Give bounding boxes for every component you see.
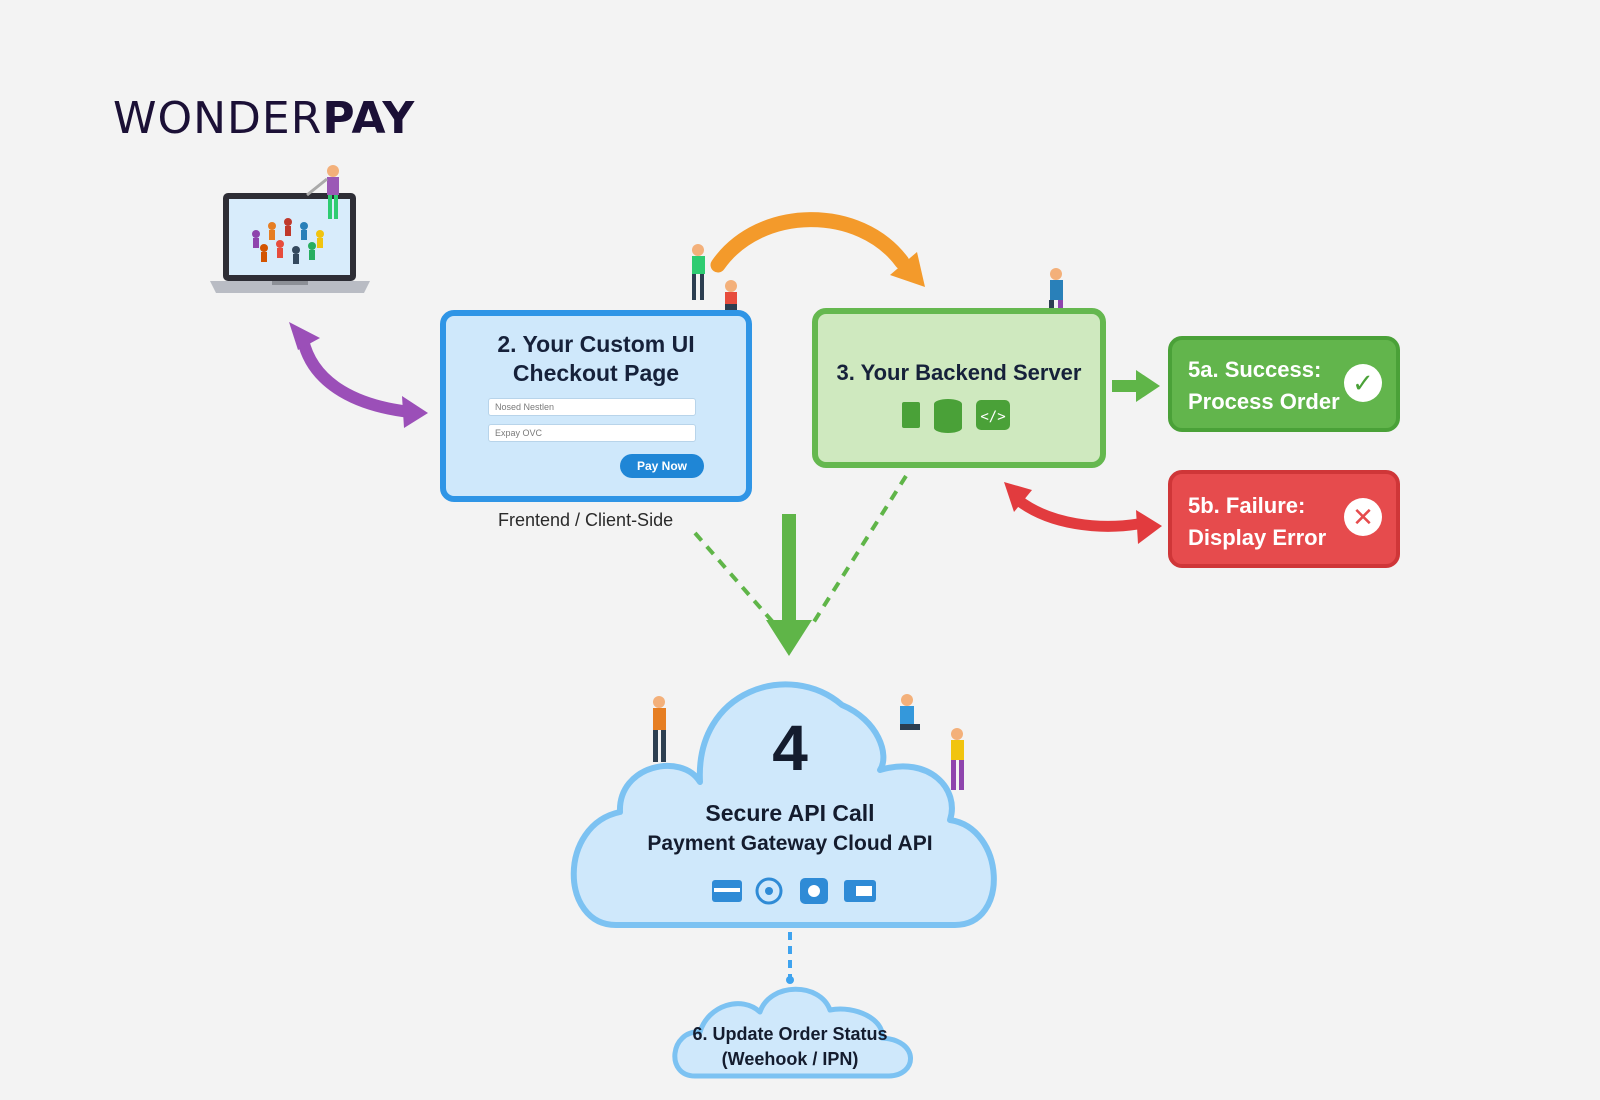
success-line1: 5a. Success: xyxy=(1188,357,1322,382)
api-cloud xyxy=(570,681,997,984)
dashed-line-right xyxy=(808,474,908,630)
orange-curved-arrow xyxy=(710,212,925,287)
laptop-icon xyxy=(210,193,370,293)
svg-text:</>: </> xyxy=(980,409,1005,425)
failure-line1: 5b. Failure: xyxy=(1188,493,1306,518)
server-icons: </> xyxy=(902,399,1010,433)
name-input[interactable]: Nosed Nestlen xyxy=(488,398,696,416)
red-double-arrow xyxy=(1004,482,1162,544)
success-arrow xyxy=(1112,370,1160,402)
logo-text-part2: PAY xyxy=(322,93,416,144)
checkout-page-box: 2. Your Custom UI Checkout Page Nosed Ne… xyxy=(440,310,752,502)
success-line2: Process Order xyxy=(1188,389,1340,414)
person-icon xyxy=(725,280,737,310)
failure-box: 5b. Failure: Display Error ✕ xyxy=(1168,470,1400,568)
person-icon xyxy=(951,728,964,790)
success-box: 5a. Success: Process Order ✓ xyxy=(1168,336,1400,432)
person-icon xyxy=(900,694,920,730)
check-icon: ✓ xyxy=(1344,364,1382,402)
checkout-title-line1: 2. Your Custom UI xyxy=(497,331,695,357)
webhook-line1: 6. Update Order Status xyxy=(692,1024,888,1044)
purple-double-arrow xyxy=(289,322,428,428)
close-icon: ✕ xyxy=(1344,498,1382,536)
person-icon xyxy=(306,165,339,219)
backend-server-box: 3. Your Backend Server </> xyxy=(812,308,1106,468)
logo-text-part1: WONDER xyxy=(113,93,323,144)
person-icon xyxy=(692,244,705,300)
backend-title: 3. Your Backend Server xyxy=(836,360,1082,385)
checkout-title-line2: Checkout Page xyxy=(512,360,680,386)
expiry-cvc-input[interactable]: Expay OVC xyxy=(488,424,696,442)
api-line2: Payment Gateway Cloud API xyxy=(647,832,933,855)
api-number: 4 xyxy=(772,712,808,784)
api-icons xyxy=(712,877,876,905)
webhook-cloud xyxy=(672,986,913,1079)
webhook-line2: (Weehook / IPN) xyxy=(721,1049,859,1069)
failure-line2: Display Error xyxy=(1188,525,1327,550)
frontend-caption: Frentend / Client-Side xyxy=(498,510,674,530)
person-icon xyxy=(653,696,666,762)
wonderpay-logo: WONDERPAY xyxy=(113,93,415,144)
dashed-line-left xyxy=(693,531,780,630)
api-line1: Secure API Call xyxy=(705,800,875,826)
down-arrow xyxy=(766,514,812,656)
pay-now-button[interactable]: Pay Now xyxy=(620,454,704,478)
